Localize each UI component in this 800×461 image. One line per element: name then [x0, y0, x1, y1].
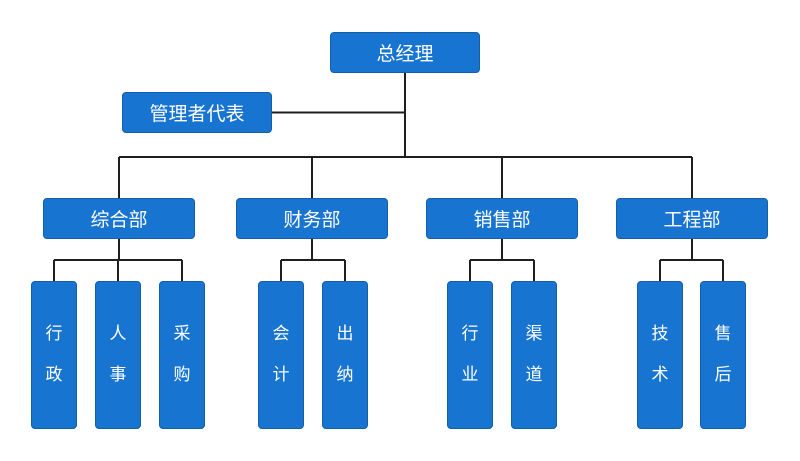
unit-box-3-0-char-0: 技 — [651, 324, 669, 344]
unit-box-0-0-char-0: 行 — [45, 324, 63, 344]
unit-box-3-1: 售后 — [700, 281, 746, 429]
department-box-1: 财务部 — [236, 198, 388, 239]
department-box-0: 综合部 — [43, 198, 195, 239]
unit-box-1-1-char-0: 出 — [336, 324, 354, 344]
department-box-3-label: 工程部 — [663, 209, 721, 231]
unit-box-0-0-char-1: 政 — [45, 365, 63, 385]
department-box-3: 工程部 — [616, 198, 768, 239]
department-box-1-label: 财务部 — [283, 209, 341, 231]
root-box-label: 总经理 — [376, 43, 434, 65]
management-representative-box-label: 管理者代表 — [149, 103, 245, 125]
unit-box-2-0-char-1: 业 — [461, 365, 479, 385]
unit-box-0-0: 行政 — [31, 281, 77, 429]
unit-box-1-1-char-1: 纳 — [336, 365, 354, 385]
unit-box-3-1-char-0: 售 — [714, 324, 732, 344]
unit-box-3-0-char-1: 术 — [651, 365, 669, 385]
unit-box-2-1-char-0: 渠 — [525, 324, 543, 344]
unit-box-1-0: 会计 — [258, 281, 304, 429]
unit-box-0-2-char-0: 采 — [173, 324, 191, 344]
unit-box-3-1-char-1: 后 — [714, 365, 732, 385]
management-representative-box: 管理者代表 — [122, 92, 272, 133]
unit-box-0-2: 采购 — [159, 281, 205, 429]
unit-box-0-1-char-0: 人 — [109, 324, 127, 344]
unit-box-0-1: 人事 — [95, 281, 141, 429]
department-box-0-label: 综合部 — [90, 209, 148, 231]
unit-box-1-0-char-0: 会 — [272, 324, 290, 344]
unit-box-3-0: 技术 — [637, 281, 683, 429]
unit-box-1-1: 出纳 — [322, 281, 368, 429]
unit-box-2-0-char-0: 行 — [461, 324, 479, 344]
unit-box-2-1: 渠道 — [511, 281, 557, 429]
unit-box-0-1-char-1: 事 — [109, 365, 127, 385]
unit-box-1-0-char-1: 计 — [272, 365, 290, 385]
root-box: 总经理 — [330, 32, 480, 73]
department-box-2: 销售部 — [426, 198, 578, 239]
department-box-2-label: 销售部 — [473, 209, 531, 231]
unit-box-2-1-char-1: 道 — [525, 365, 543, 385]
unit-box-0-2-char-1: 购 — [173, 365, 191, 385]
unit-box-2-0: 行业 — [447, 281, 493, 429]
